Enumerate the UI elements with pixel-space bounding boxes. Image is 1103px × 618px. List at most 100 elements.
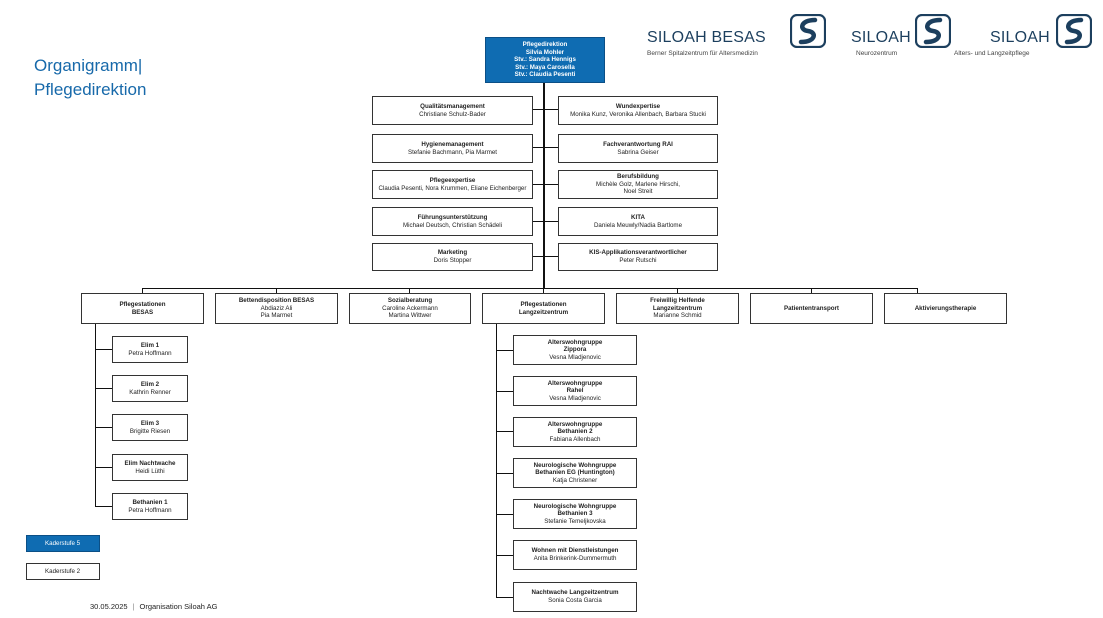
- department-drop: [276, 288, 277, 294]
- box-title: Freiwillig Helfende: [650, 297, 705, 305]
- box-names: Vesna Mladjenovic: [549, 394, 601, 402]
- box-awg-zippora: Alterswohngruppe Zippora Vesna Mladjenov…: [513, 335, 637, 365]
- box-kis-applikation: KIS-Applikationsverantwortlicher Peter R…: [558, 243, 718, 271]
- box-names: Katja Christener: [552, 476, 598, 484]
- box-marketing: Marketing Doris Stopper: [372, 243, 533, 271]
- box-names: Doris Stopper: [433, 257, 472, 264]
- box-names: Stefanie Bachmann, Pia Marmet: [407, 148, 498, 156]
- box-title: Hygienemanagement: [421, 140, 484, 148]
- box-title: Pflegestationen: [520, 300, 567, 308]
- box-names: Michèle Golz, Marlene Hirschi,: [596, 180, 680, 188]
- box-line: Silvia Mohler: [525, 48, 565, 56]
- box-bettendisposition: Bettendisposition BESAS Abdiaziz Ali Pia…: [215, 293, 338, 324]
- box-title: Zippora: [563, 346, 587, 354]
- box-freiwillig-helfende: Freiwillig Helfende Langzeitzentrum Mari…: [616, 293, 739, 324]
- besas-branch: [95, 506, 112, 507]
- box-names: Sonia Costa Garcia: [548, 597, 602, 604]
- box-title: KIS-Applikationsverantwortlicher: [589, 249, 687, 257]
- box-names: Monika Kunz, Veronika Allenbach, Barbara…: [570, 110, 706, 118]
- staff-connector: [533, 147, 558, 148]
- besas-tree-line: [95, 323, 96, 507]
- department-bus-line: [142, 288, 918, 289]
- department-drop: [917, 288, 918, 294]
- box-awg-bethanien-2: Alterswohngruppe Bethanien 2 Fabiana All…: [513, 417, 637, 447]
- box-title: Alterswohngruppe: [547, 338, 603, 346]
- lz-branch: [496, 391, 513, 392]
- logo-subtitle: Neurozentrum: [856, 50, 898, 57]
- department-drop: [142, 288, 143, 294]
- box-title: Elim 3: [140, 419, 160, 427]
- box-nachtwache-lz: Nachtwache Langzeitzentrum Sonia Costa G…: [513, 582, 637, 612]
- department-drop: [543, 288, 544, 294]
- box-names: Anita Brinkerink-Dummermuth: [533, 555, 617, 562]
- lz-branch: [496, 350, 513, 351]
- box-patiententransport: Patiententransport: [750, 293, 873, 324]
- box-names: Pia Marmet: [260, 312, 293, 320]
- box-title: Elim 1: [140, 341, 160, 349]
- siloah-besas-logo: SILOAH BESAS Berner Spitalzentrum für Al…: [647, 14, 837, 62]
- siloah-s-icon: [1056, 14, 1092, 48]
- box-title: Bethanien 2: [557, 428, 593, 436]
- lz-branch: [496, 514, 513, 515]
- box-names: Kathrin Renner: [129, 388, 171, 396]
- box-pflegestationen-langzeitzentrum: Pflegestationen Langzeitzentrum: [482, 293, 605, 324]
- box-wohnen-dienstleistungen: Wohnen mit Dienstleistungen Anita Brinke…: [513, 540, 637, 570]
- footer-separator: |: [132, 602, 135, 611]
- staff-connector: [533, 221, 558, 222]
- lz-branch: [496, 473, 513, 474]
- box-names: Martina Wittwer: [388, 312, 432, 320]
- box-names: Daniela Meuwly/Nadia Bartlome: [593, 221, 683, 229]
- box-hygienemanagement: Hygienemanagement Stefanie Bachmann, Pia…: [372, 134, 533, 163]
- box-title: Bethanien 3: [557, 510, 593, 518]
- box-title: Langzeitzentrum: [518, 308, 569, 316]
- box-title: Aktivierungstherapie: [914, 304, 977, 312]
- box-title: Rahel: [566, 387, 584, 395]
- department-drop: [811, 288, 812, 294]
- footer-date: 30.05.2025: [90, 602, 128, 611]
- box-title: Sozialberatung: [387, 297, 433, 305]
- box-pflegedirektion: Pflegedirektion Silvia Mohler Stv.: Sand…: [485, 37, 605, 83]
- staff-connector: [533, 256, 558, 257]
- box-title: BESAS: [131, 308, 154, 316]
- box-line: Stv.: Sandra Hennigs: [514, 56, 576, 64]
- logo-brand: SILOAH: [990, 29, 1050, 46]
- box-awg-rahel: Alterswohngruppe Rahel Vesna Mladjenovic: [513, 376, 637, 406]
- box-pflegestationen-besas: Pflegestationen BESAS: [81, 293, 204, 324]
- box-names: Fabiana Allenbach: [549, 435, 601, 443]
- box-elim-1: Elim 1 Petra Hoffmann: [112, 336, 188, 363]
- logo-brand: SILOAH: [851, 29, 911, 46]
- box-title: Langzeitzentrum: [652, 304, 703, 312]
- box-wundexpertise: Wundexpertise Monika Kunz, Veronika Alle…: [558, 96, 718, 125]
- box-names: Noel Streit: [623, 188, 653, 196]
- box-bethanien-1: Bethanien 1 Petra Hoffmann: [112, 493, 188, 520]
- box-names: Vesna Mladjenovic: [549, 353, 601, 361]
- box-fuehrungsunterstuetzung: Führungsunterstützung Michael Deutsch, C…: [372, 207, 533, 236]
- siloah-s-icon: [790, 14, 826, 48]
- besas-branch: [95, 427, 112, 428]
- logo-brand: SILOAH BESAS: [647, 29, 766, 46]
- box-title: Alterswohngruppe: [547, 379, 603, 387]
- box-names: Sabrina Geiser: [617, 148, 659, 156]
- staff-connector: [533, 109, 558, 110]
- page-title-line2: Pflegedirektion: [34, 80, 147, 99]
- box-names: Heidi Lüthi: [135, 467, 165, 475]
- box-names: Michael Deutsch, Christian Schädeli: [402, 221, 503, 229]
- box-title: Bethanien 1: [132, 498, 168, 506]
- box-title: Elim 2: [140, 380, 160, 388]
- box-title: Bethanien EG (Huntington): [535, 469, 615, 477]
- box-qualitaetsmanagement: Qualitätsmanagement Christiane Schulz-Ba…: [372, 96, 533, 125]
- box-title: Pflegeexpertise: [429, 176, 476, 184]
- logo-subtitle: Alters- und Langzeitpflege: [954, 50, 1030, 57]
- staff-connector: [533, 184, 558, 185]
- box-names: Marianne Schmid: [653, 312, 702, 320]
- besas-branch: [95, 388, 112, 389]
- box-sozialberatung: Sozialberatung Caroline Ackermann Martin…: [349, 293, 471, 324]
- box-title: Neurologische Wohngruppe: [533, 502, 617, 510]
- box-title: Marketing: [437, 249, 468, 257]
- box-elim-nachtwache: Elim Nachtwache Heidi Lüthi: [112, 454, 188, 481]
- box-title: Wohnen mit Dienstleistungen: [531, 547, 619, 555]
- box-title: KITA: [631, 213, 645, 221]
- logo-subtitle: Berner Spitalzentrum für Altersmedizin: [647, 50, 758, 57]
- main-trunk-line: [543, 82, 545, 289]
- box-kita: KITA Daniela Meuwly/Nadia Bartlome: [558, 207, 718, 236]
